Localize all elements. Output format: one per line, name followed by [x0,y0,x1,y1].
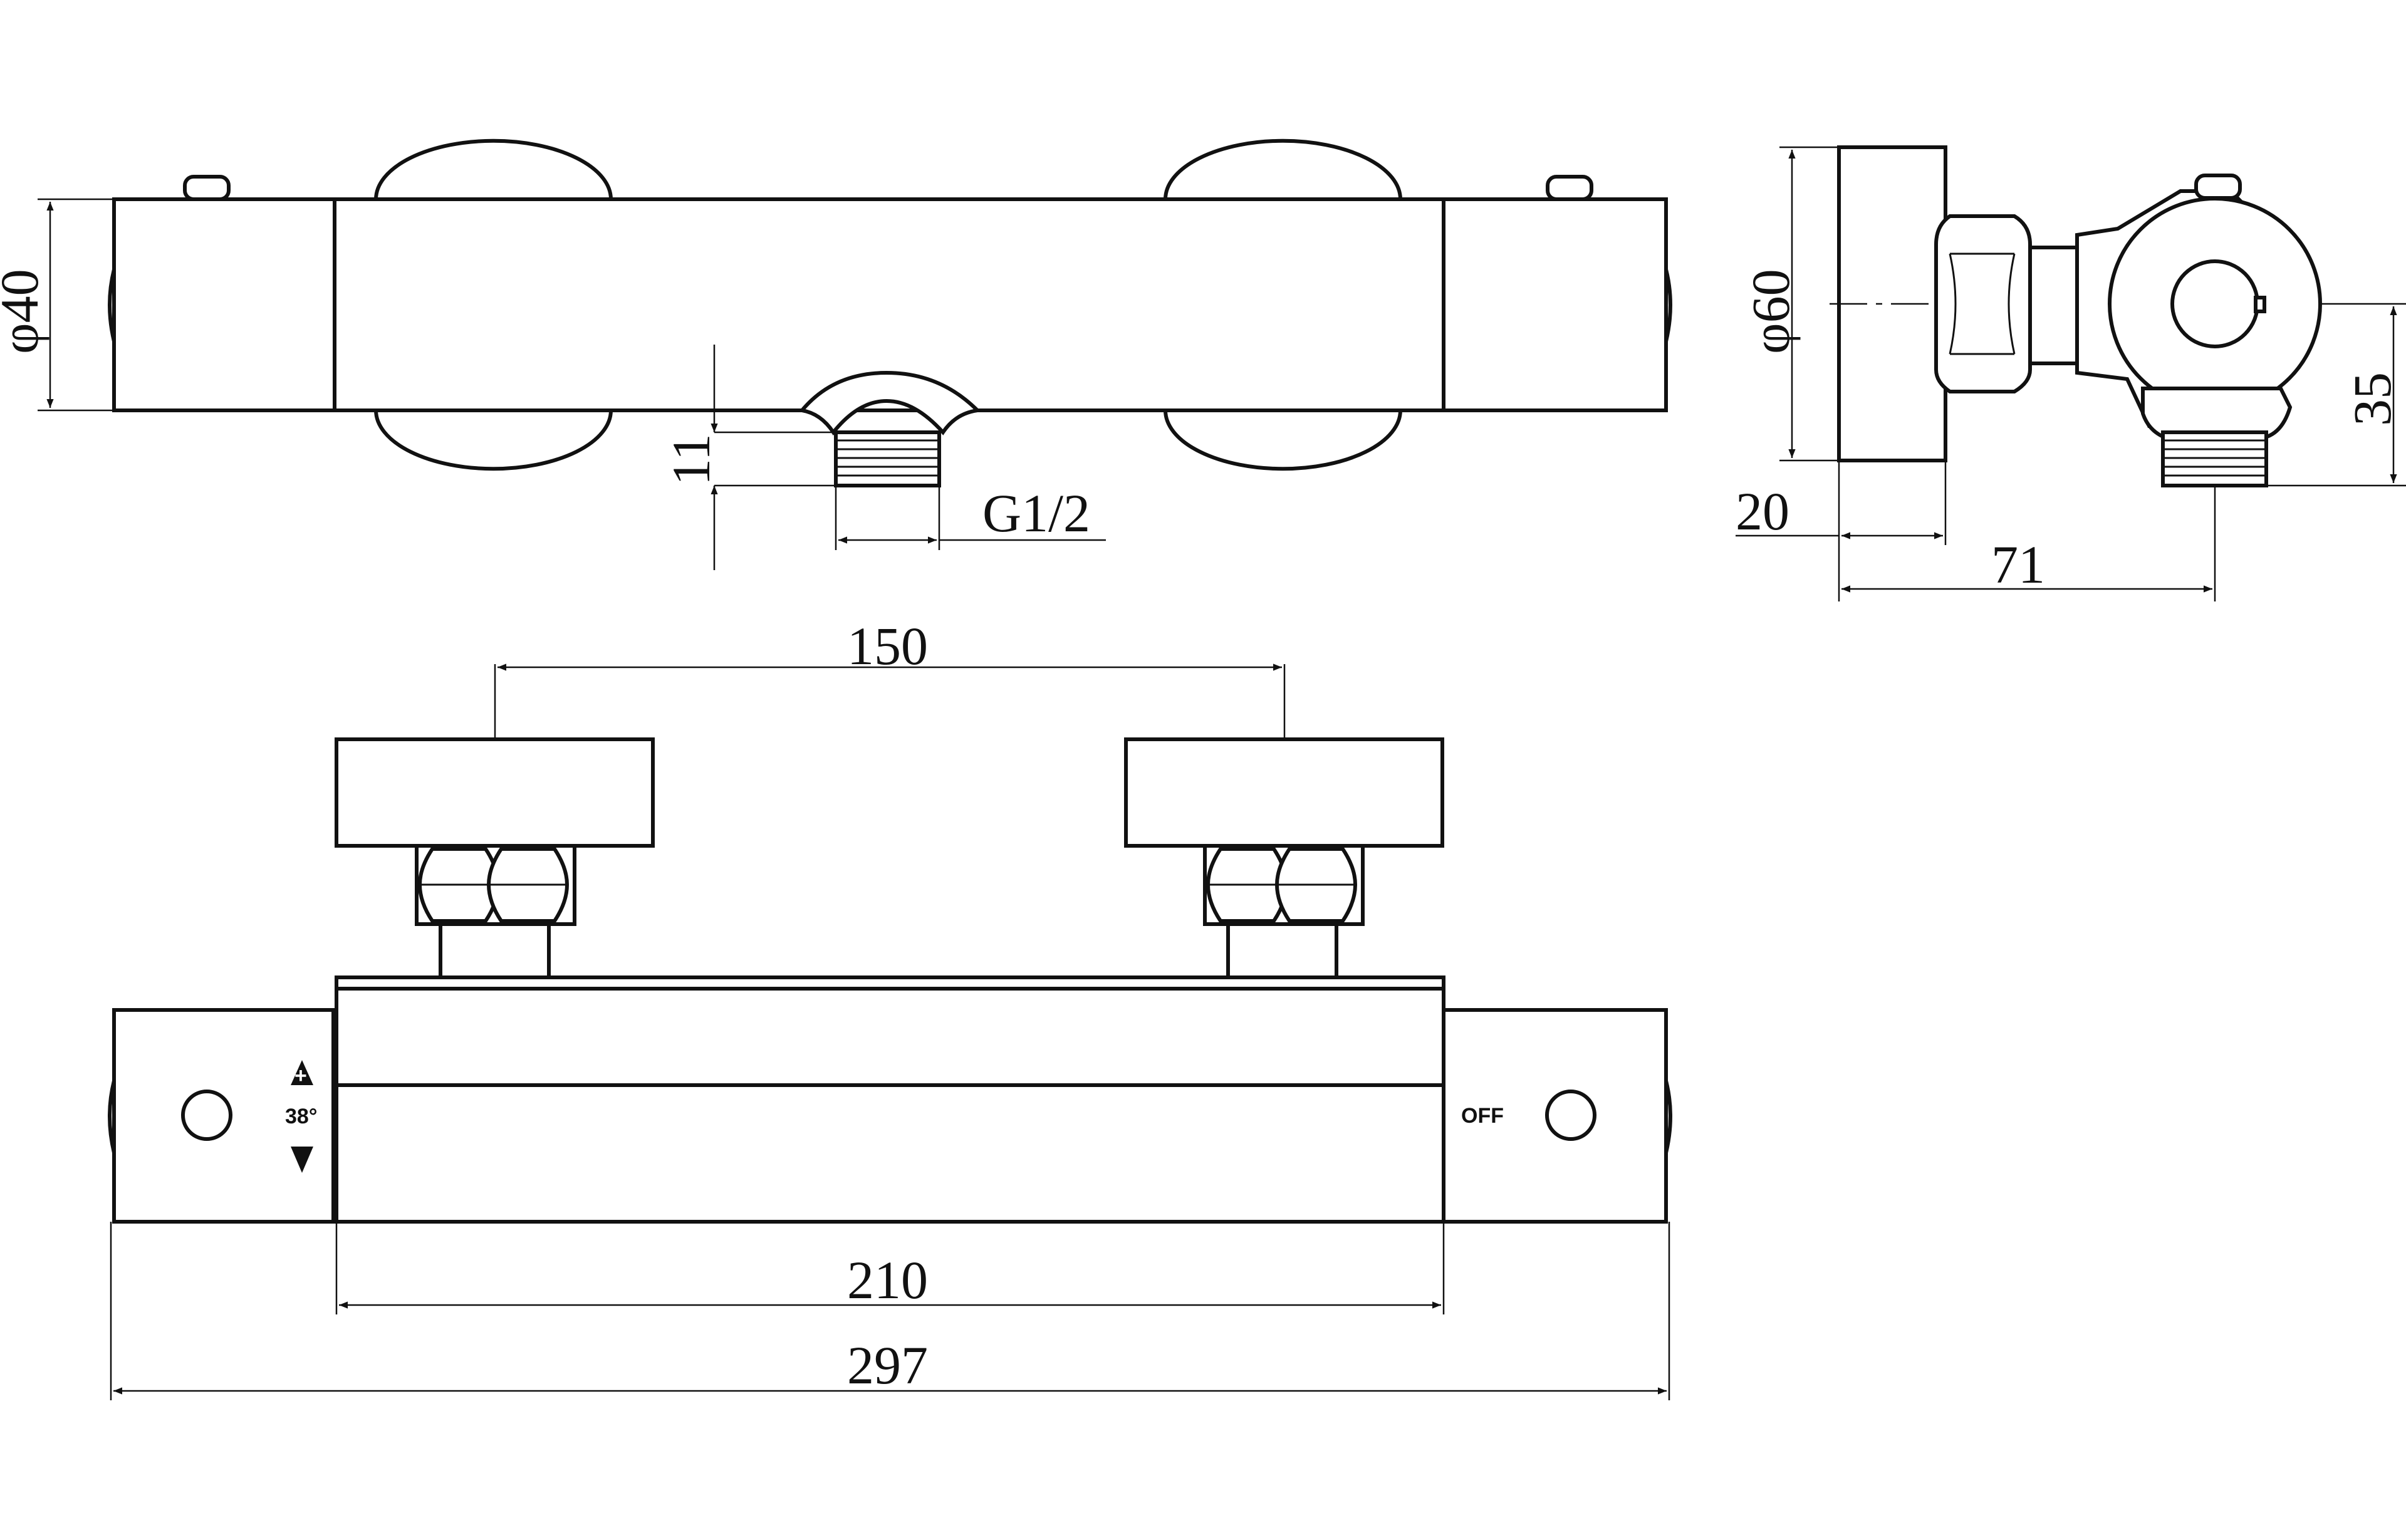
right-wall-plate-bottom [1164,408,1402,471]
right-wall-plate-top [1164,138,1402,201]
side-spindle [2170,259,2259,348]
dim-pipe-diameter: φ40 [0,269,49,354]
off-label: OFF [1461,1104,1504,1128]
left-stem [183,175,231,201]
dim-outlet-thread: G1/2 [982,483,1090,543]
left-handle-end [108,268,116,343]
right-handle-circle [1545,1090,1596,1141]
side-hex-nut [1934,214,2032,393]
top-view: φ40 11 G1/2 [0,138,1672,570]
right-stem [1546,175,1593,201]
side-view: φ60 35 20 71 [1736,145,2406,601]
left-handle-circle [181,1090,232,1141]
dim-cover-diameter: φ60 [1741,269,1801,354]
side-connector [2028,246,2079,365]
body-front [335,976,1445,1224]
outlet-thread-lines [836,439,939,477]
dim-overall-length: 297 [847,1335,928,1395]
dim-outlet-height: 11 [661,434,721,486]
left-wall-plate-top [374,138,613,201]
temp-decrease-icon [291,1147,313,1173]
temp-increase-icon [291,1060,313,1085]
side-stem [2194,174,2242,200]
left-inlet-pipe [439,922,551,979]
right-handle-top [1442,197,1668,412]
right-inlet-pipe [1226,922,1338,979]
right-wall-cover [1124,737,1444,848]
temp-plus-label: + [294,1064,307,1088]
left-wall-cover [335,737,655,848]
temp-label: 38° [285,1105,317,1128]
left-handle-top [112,197,336,412]
front-view: 150 + 38° OFF 210 [108,616,1672,1400]
left-wall-plate-bottom [374,408,613,471]
dim-inlet-centres: 150 [847,616,928,676]
dim-outlet-offset: 35 [2342,372,2402,426]
right-handle-end [1664,268,1672,343]
dim-body-length: 210 [847,1250,928,1310]
outlet-shroud [798,370,982,436]
dim-cover-depth: 20 [1736,481,1789,541]
dim-projection: 71 [1991,534,2045,595]
side-spindle-key [2254,296,2266,313]
